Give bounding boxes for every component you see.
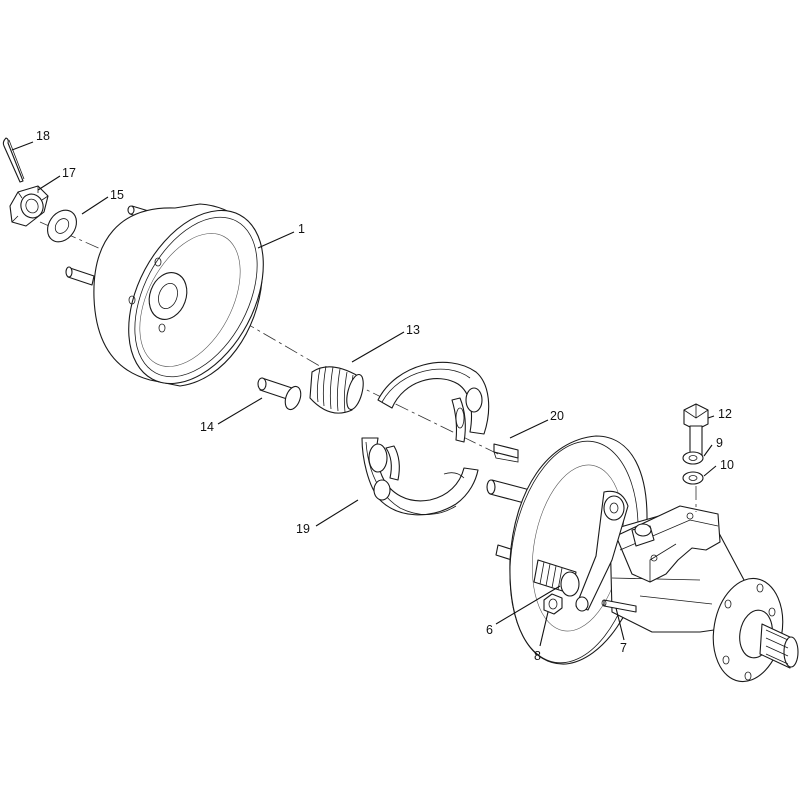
woodruff-key bbox=[493, 443, 519, 463]
cotter-pin bbox=[2, 137, 25, 183]
washer bbox=[47, 209, 77, 243]
roll-pin bbox=[601, 599, 637, 613]
flat-washer bbox=[682, 471, 704, 485]
brake-cam bbox=[533, 559, 580, 597]
callout-10: 10 bbox=[720, 458, 734, 472]
callout-9: 9 bbox=[716, 436, 723, 450]
callout-15: 18 bbox=[36, 129, 50, 143]
axle-housing bbox=[486, 435, 799, 683]
hex-nut bbox=[543, 593, 563, 615]
brake-lever bbox=[575, 490, 629, 612]
callout-17: 13 bbox=[406, 323, 420, 337]
clevis-pin bbox=[257, 377, 302, 411]
callout-6: 6 bbox=[486, 623, 493, 637]
callout-19: 19 bbox=[296, 522, 310, 536]
callout-18: 14 bbox=[200, 420, 214, 434]
assembly-centerline bbox=[39, 221, 501, 456]
callout-1: 1 bbox=[298, 222, 305, 236]
castle-nut bbox=[9, 185, 49, 227]
brake-drum bbox=[65, 203, 264, 387]
callout-8: 8 bbox=[534, 649, 541, 663]
callout-20: 20 bbox=[550, 409, 564, 423]
spring bbox=[309, 365, 364, 414]
callout-13: 15 bbox=[110, 188, 124, 202]
callout-7: 7 bbox=[620, 641, 627, 655]
brake-shoes bbox=[361, 361, 490, 516]
lock-washer bbox=[682, 451, 704, 465]
callout-14: 17 bbox=[62, 166, 76, 180]
callout-labels: 18 17 15 1 13 14 19 20 12 9 10 6 8 7 bbox=[36, 129, 734, 663]
leader-lines bbox=[11, 141, 717, 647]
callout-12: 12 bbox=[718, 407, 732, 421]
